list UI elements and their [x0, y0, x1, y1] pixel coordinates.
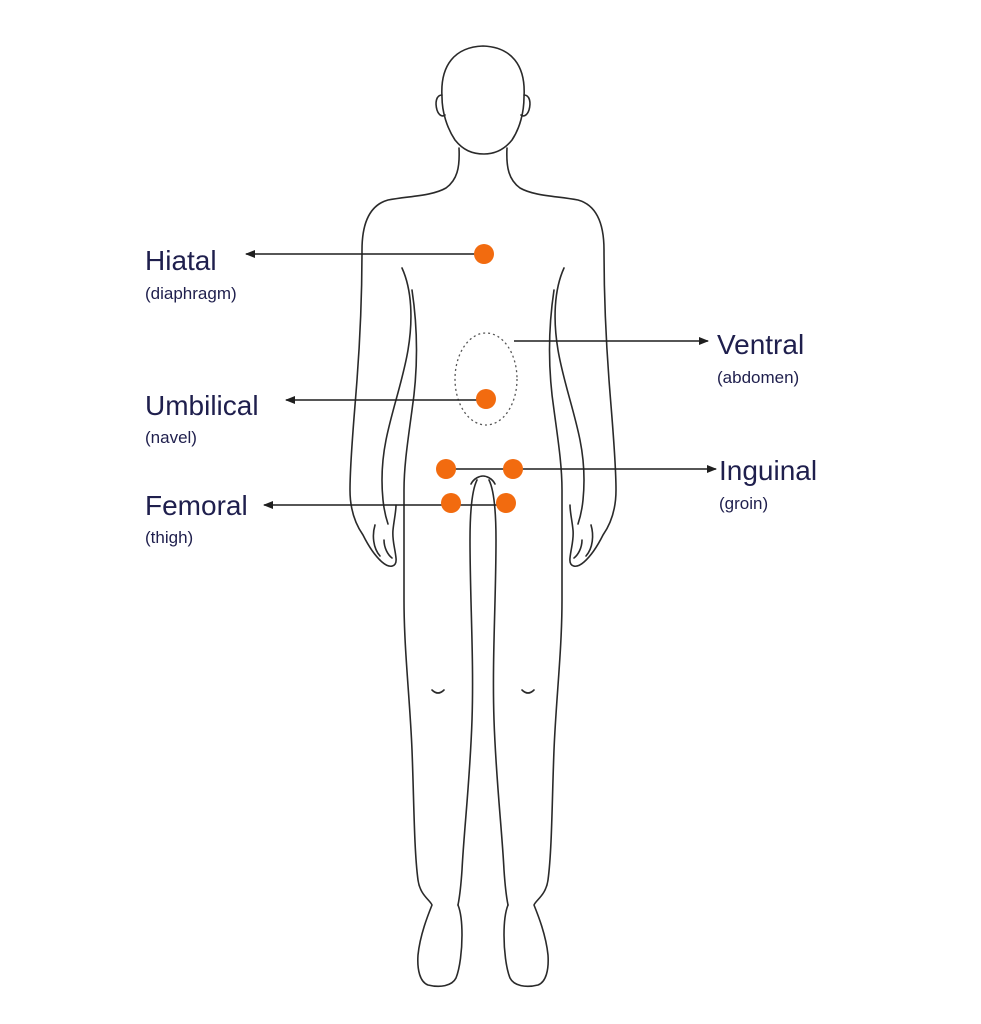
right-knee — [521, 689, 535, 694]
body-outline — [349, 45, 617, 988]
inguinal-dot-left — [436, 459, 456, 479]
right-ear — [520, 94, 531, 117]
inguinal-label: Inguinal — [719, 455, 817, 486]
left-knee — [431, 689, 445, 694]
hiatal-dot — [474, 244, 494, 264]
umbilical-dot — [476, 389, 496, 409]
left-inner-arm — [381, 267, 412, 525]
left-body-outline — [349, 147, 460, 567]
umbilical-sublabel: (navel) — [145, 428, 197, 447]
crotch-outline — [470, 475, 496, 485]
ventral-label: Ventral — [717, 329, 804, 360]
left-ear — [435, 94, 446, 117]
femoral-dot-right — [496, 493, 516, 513]
ventral-sublabel: (abdomen) — [717, 368, 799, 387]
left-inner-leg — [457, 479, 478, 906]
left-torso-side — [403, 289, 463, 988]
ventral-region-outline — [454, 332, 518, 426]
right-inner-arm — [554, 267, 585, 525]
head-outline — [441, 45, 525, 155]
femoral-dot-left — [441, 493, 461, 513]
inguinal-dot-right — [503, 459, 523, 479]
right-body-outline — [506, 147, 617, 567]
left-hand — [372, 524, 393, 559]
umbilical-label: Umbilical — [145, 390, 259, 421]
right-inner-leg — [488, 479, 509, 906]
right-hand — [573, 524, 594, 559]
inguinal-sublabel: (groin) — [719, 494, 768, 513]
right-torso-side — [503, 289, 563, 988]
hiatal-label: Hiatal — [145, 245, 217, 276]
femoral-sublabel: (thigh) — [145, 528, 193, 547]
femoral-label: Femoral — [145, 490, 248, 521]
hiatal-sublabel: (diaphragm) — [145, 284, 237, 303]
